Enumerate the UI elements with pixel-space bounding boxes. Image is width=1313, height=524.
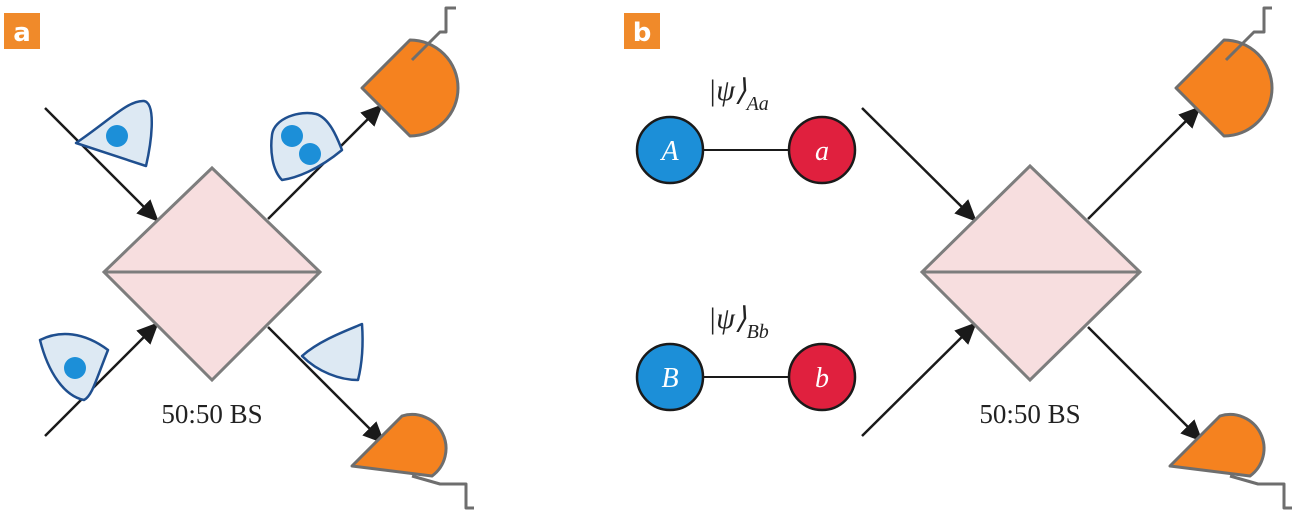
beamsplitter-a-label: 50:50 BS — [161, 399, 262, 429]
beamsplitter-b-label: 50:50 BS — [979, 399, 1080, 429]
arrow-icon — [861, 322, 977, 437]
detector-icon — [360, 6, 460, 138]
particle-pair-aa: A a — [635, 115, 857, 185]
photon-icon — [64, 357, 86, 379]
wavepacket-icon — [38, 332, 110, 402]
panel-b-label: b — [633, 18, 652, 48]
particle-b-label: b — [815, 363, 829, 394]
panel-b-badge: b — [624, 13, 660, 49]
state-label-aa: |ψ⟩Aa — [708, 74, 769, 115]
state-label-bb-ket: |ψ⟩ — [708, 302, 747, 335]
photon-icon — [299, 143, 321, 165]
beamsplitter-a — [101, 165, 323, 383]
photon-icon — [281, 125, 303, 147]
detector-icon — [1168, 412, 1292, 510]
particle-B — [635, 342, 705, 412]
detector-icon — [1174, 6, 1274, 138]
state-label-bb: |ψ⟩Bb — [708, 302, 769, 343]
arrow-icon — [44, 107, 159, 222]
particle-a — [787, 115, 857, 185]
panel-a: a — [4, 6, 474, 510]
particle-b — [787, 342, 857, 412]
photon-icon — [106, 125, 128, 147]
arrow-icon — [1087, 326, 1203, 442]
arrow-icon — [267, 326, 385, 444]
panel-a-badge: a — [4, 13, 40, 49]
arrow-icon — [1087, 106, 1201, 220]
arrow-icon — [861, 107, 977, 222]
state-label-bb-sub: Bb — [747, 321, 769, 343]
detector-icon — [350, 412, 474, 510]
state-label-aa-ket: |ψ⟩ — [708, 74, 747, 107]
arrow-icon — [44, 322, 159, 437]
particle-B-label: B — [661, 363, 678, 394]
panel-b: b |ψ⟩Aa |ψ⟩Bb A a B b — [624, 6, 1292, 510]
particle-a-label: a — [815, 136, 829, 167]
wavepacket-icon — [270, 111, 344, 182]
beamsplitter-b — [919, 163, 1143, 383]
particle-pair-bb: B b — [635, 342, 857, 412]
wavepacket-icon — [300, 322, 364, 382]
wavepacket-icon — [74, 99, 153, 168]
state-label-aa-sub: Aa — [745, 93, 769, 115]
panel-a-label: a — [13, 18, 31, 48]
particle-A — [635, 115, 705, 185]
particle-A-label: A — [659, 136, 679, 167]
